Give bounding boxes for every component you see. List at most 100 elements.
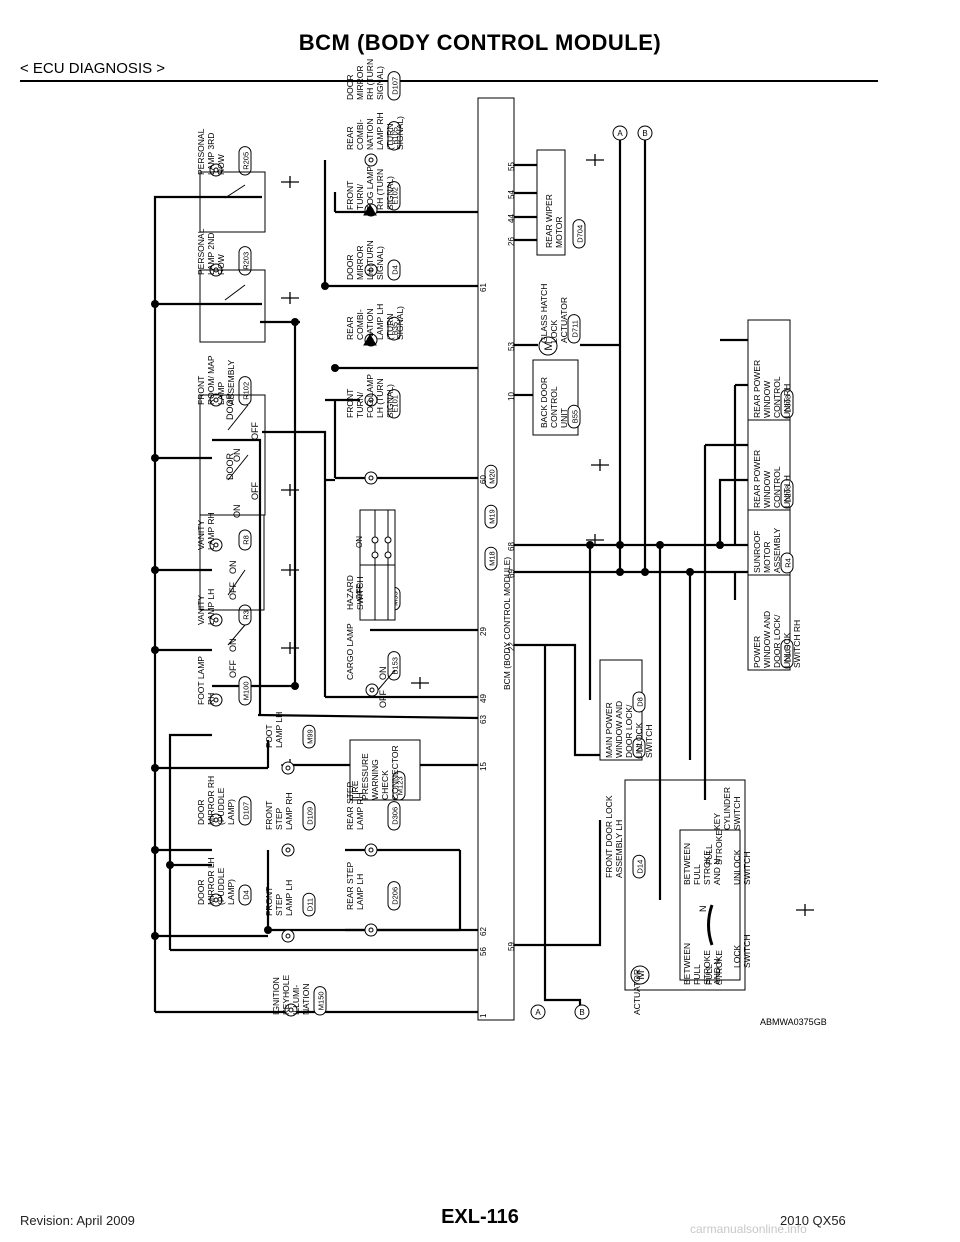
component-r205: PERSONALLAMP 3RDROW: [196, 128, 226, 175]
lamp-terminal-center: [285, 847, 291, 853]
component-r203-line: PERSONAL: [196, 228, 206, 275]
connector-ab: [530, 1004, 546, 1020]
lamp-terminal-center: [213, 617, 219, 623]
component-d107-code: D107: [391, 77, 400, 95]
component-m123-code: M123: [396, 776, 405, 795]
bcm-conn-m20-code: M20: [488, 469, 497, 484]
component-m150-badge: M150: [313, 986, 327, 1016]
component-d11-line: STEP: [274, 893, 284, 916]
component-m150-code: M150: [317, 991, 326, 1010]
component-r203-outline: [238, 246, 252, 276]
component-d4-badge: D4: [238, 884, 252, 906]
ground-icon: [281, 484, 299, 496]
component-d206-line: LAMP LH: [355, 874, 365, 910]
lamp-terminal: [364, 393, 378, 407]
component-d208-line: UNIT LH: [782, 475, 792, 508]
component-d308-line: WINDOW: [762, 381, 772, 418]
component-d208: REAR POWERWINDOWCONTROLUNIT LH: [752, 450, 792, 508]
bcm-pin-lower-line: 22: [507, 642, 516, 651]
door-lock-fullstroke1: FULLSTROKE: [704, 950, 724, 985]
hazard-contact: [371, 536, 379, 544]
component-d306-badge: D306: [387, 801, 401, 831]
cargo-on-line: ON: [378, 667, 388, 681]
component-d7-code: D7: [636, 743, 645, 753]
labels: BCM (BODY CONTROL MODULE)156621563492960…: [196, 59, 827, 1027]
component-r203-code: R203: [242, 252, 251, 270]
component-m99-badge: M99: [302, 724, 316, 749]
component-b35-outline: [387, 316, 401, 341]
bcm-pin-lower: 54: [507, 190, 516, 199]
component-d308-line: UNIT RH: [782, 384, 792, 418]
lamp-terminal: [209, 813, 223, 827]
component-d208-line: REAR POWER: [752, 450, 762, 508]
lamp-terminal: [209, 693, 223, 707]
switch-on: ON: [228, 561, 238, 575]
bcm-pin-upper: 15: [479, 762, 488, 771]
junction-dot: [151, 764, 159, 772]
bcm-pin-lower-line: 44: [507, 214, 516, 223]
component-b105-code: B105: [391, 127, 400, 145]
door-lock-n-line: N: [698, 906, 708, 913]
junction-dot: [291, 318, 299, 326]
bcm-pin-lower: 53: [507, 342, 516, 351]
component-b55-outline: [567, 404, 581, 429]
component-d4-line: MIRROR LH: [206, 857, 216, 905]
lamp-terminal: [364, 153, 378, 167]
component-d4-code: D4: [391, 265, 400, 275]
component-d107-line: DOOR: [196, 800, 206, 826]
component-r3: VANITYLAMP LH: [196, 589, 216, 625]
component-r102-outline: [238, 376, 252, 406]
cargo-off-line: OFF: [378, 690, 388, 708]
wire: [262, 430, 327, 697]
component-b105-line: (TURN: [385, 124, 395, 150]
component-d306-outline: [387, 801, 401, 831]
door-lock-between2-line: AND N: [712, 859, 722, 885]
component-b55-code: B55: [571, 410, 580, 423]
component-e102-line: TURN/: [355, 183, 365, 210]
component-r102-badge: R102: [238, 376, 252, 406]
bcm-pin-upper: 56: [479, 947, 488, 956]
wiper-box: [536, 149, 566, 256]
component-m123-outline: [392, 771, 406, 801]
component-d107-line: LAMP): [226, 799, 236, 825]
switch-blade: [227, 404, 249, 431]
component-r8-line: VANITY: [196, 520, 206, 550]
component-d14-code: D14: [636, 860, 645, 874]
component-m100-code: M100: [242, 681, 251, 700]
component-r8-badge: R8: [238, 529, 252, 551]
component-r102-line: LAMP: [216, 382, 226, 405]
junction-dot: [264, 926, 272, 934]
component-d107-outline: [238, 796, 252, 826]
component-e102-code: E102: [391, 187, 400, 205]
bcm-conn-m19-code: M19: [488, 509, 497, 524]
bcm-pin-upper: 61: [479, 283, 488, 292]
component-d4-line: (PUDDLE: [216, 867, 226, 905]
ground-icon: [281, 292, 299, 304]
junction-dot: [656, 541, 664, 549]
component-d11-badge: D11: [302, 892, 316, 917]
lamp-terminal: [209, 613, 223, 627]
bcm-pin-upper: 49: [479, 694, 488, 703]
key-cylinder-frame: [679, 829, 741, 981]
bcm-pin-upper-line: 15: [479, 762, 488, 771]
component-r102-line: ROOM/ MAP: [206, 355, 216, 405]
bcm-pin-lower-line: 26: [507, 237, 516, 246]
header-rule: [20, 80, 878, 82]
turn-led-icon: [363, 334, 377, 346]
component-b35-line: LAMP LH: [375, 304, 385, 340]
switch-off: OFF: [250, 422, 260, 440]
bcm-pin-upper-line: 1: [479, 1013, 488, 1018]
door-lock-actuator: ACTUATOR: [632, 969, 642, 1015]
component-d11: FRONTSTEPLAMP LH: [264, 880, 294, 916]
revision-text: Revision: April 2009: [20, 1213, 135, 1228]
door-lock-fullstroke2: FULLSTROKE: [704, 830, 724, 865]
motor-icon: [538, 336, 558, 356]
door-lock-between1-line: STROKE: [702, 950, 712, 985]
junction-dot: [151, 932, 159, 940]
component-b35-line: (TURN: [385, 314, 395, 340]
junction-dot: [586, 541, 594, 549]
bcm-pin-lower-line: 59: [507, 942, 516, 951]
component-d208-code: D208: [784, 485, 793, 503]
component-d711-outline: [567, 314, 581, 344]
